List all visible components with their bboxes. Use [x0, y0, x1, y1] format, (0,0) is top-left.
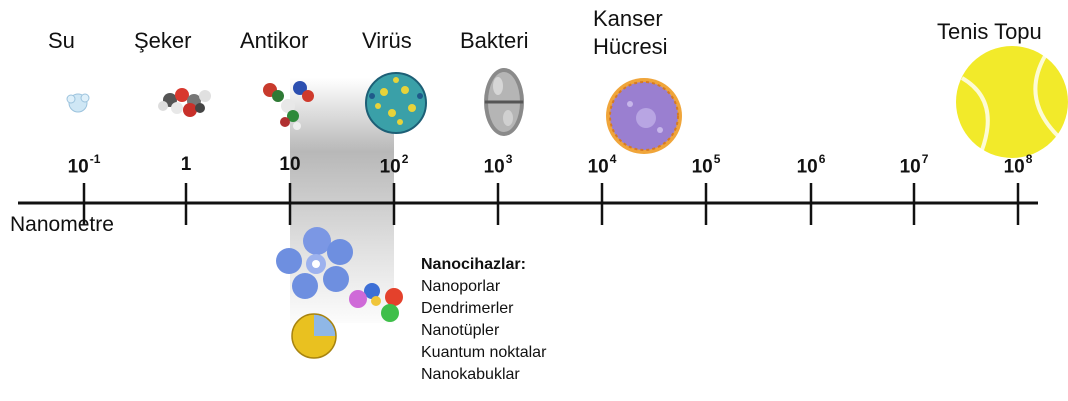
- water-molecule-icon: [67, 94, 89, 112]
- antibody-icon: [263, 81, 314, 130]
- category-label-antibody: Antikor: [240, 29, 308, 53]
- sugar-molecule-icon: [158, 88, 211, 117]
- cancer-cell-icon: [606, 78, 682, 154]
- nanodevice-item: Nanokabuklar: [421, 364, 546, 386]
- tick-label: 102: [380, 154, 409, 178]
- virus-icon: [366, 73, 426, 133]
- nanodevice-item: Nanoporlar: [421, 276, 546, 298]
- tick-label: 10-1: [68, 154, 101, 178]
- nanoshell-icon: [292, 314, 336, 358]
- nanodevices-heading: Nanocihazlar:: [421, 254, 546, 276]
- tennis-ball-icon: [956, 46, 1068, 158]
- category-label-water: Su: [48, 29, 75, 53]
- tick-label: 107: [900, 154, 929, 178]
- tick-label: 105: [692, 154, 721, 178]
- bacterium-icon: [484, 68, 524, 136]
- nanodevice-item: Nanotüpler: [421, 320, 546, 342]
- quantum-dots-icon: [349, 283, 403, 322]
- category-label-sugar: Şeker: [134, 29, 191, 53]
- tick-label: 104: [588, 154, 617, 178]
- tick-label: 103: [484, 154, 513, 178]
- dendrimer-icon: [276, 227, 353, 299]
- nanodevices-list: Nanocihazlar: Nanoporlar Dendrimerler Na…: [421, 254, 546, 386]
- nanodevice-item: Dendrimerler: [421, 298, 546, 320]
- tick-label: 10: [279, 154, 300, 176]
- axis-unit-label: Nanometre: [10, 213, 114, 237]
- nanodevice-item: Kuantum noktalar: [421, 342, 546, 364]
- tick-label: 106: [797, 154, 826, 178]
- category-label-cancer-cell: Kanser Hücresi: [593, 5, 668, 61]
- category-label-bacterium: Bakteri: [460, 29, 528, 53]
- tick-label: 1: [181, 154, 192, 176]
- tick-label: 108: [1004, 154, 1033, 178]
- category-label-virus: Virüs: [362, 29, 412, 53]
- category-label-tennis-ball: Tenis Topu: [937, 20, 1042, 44]
